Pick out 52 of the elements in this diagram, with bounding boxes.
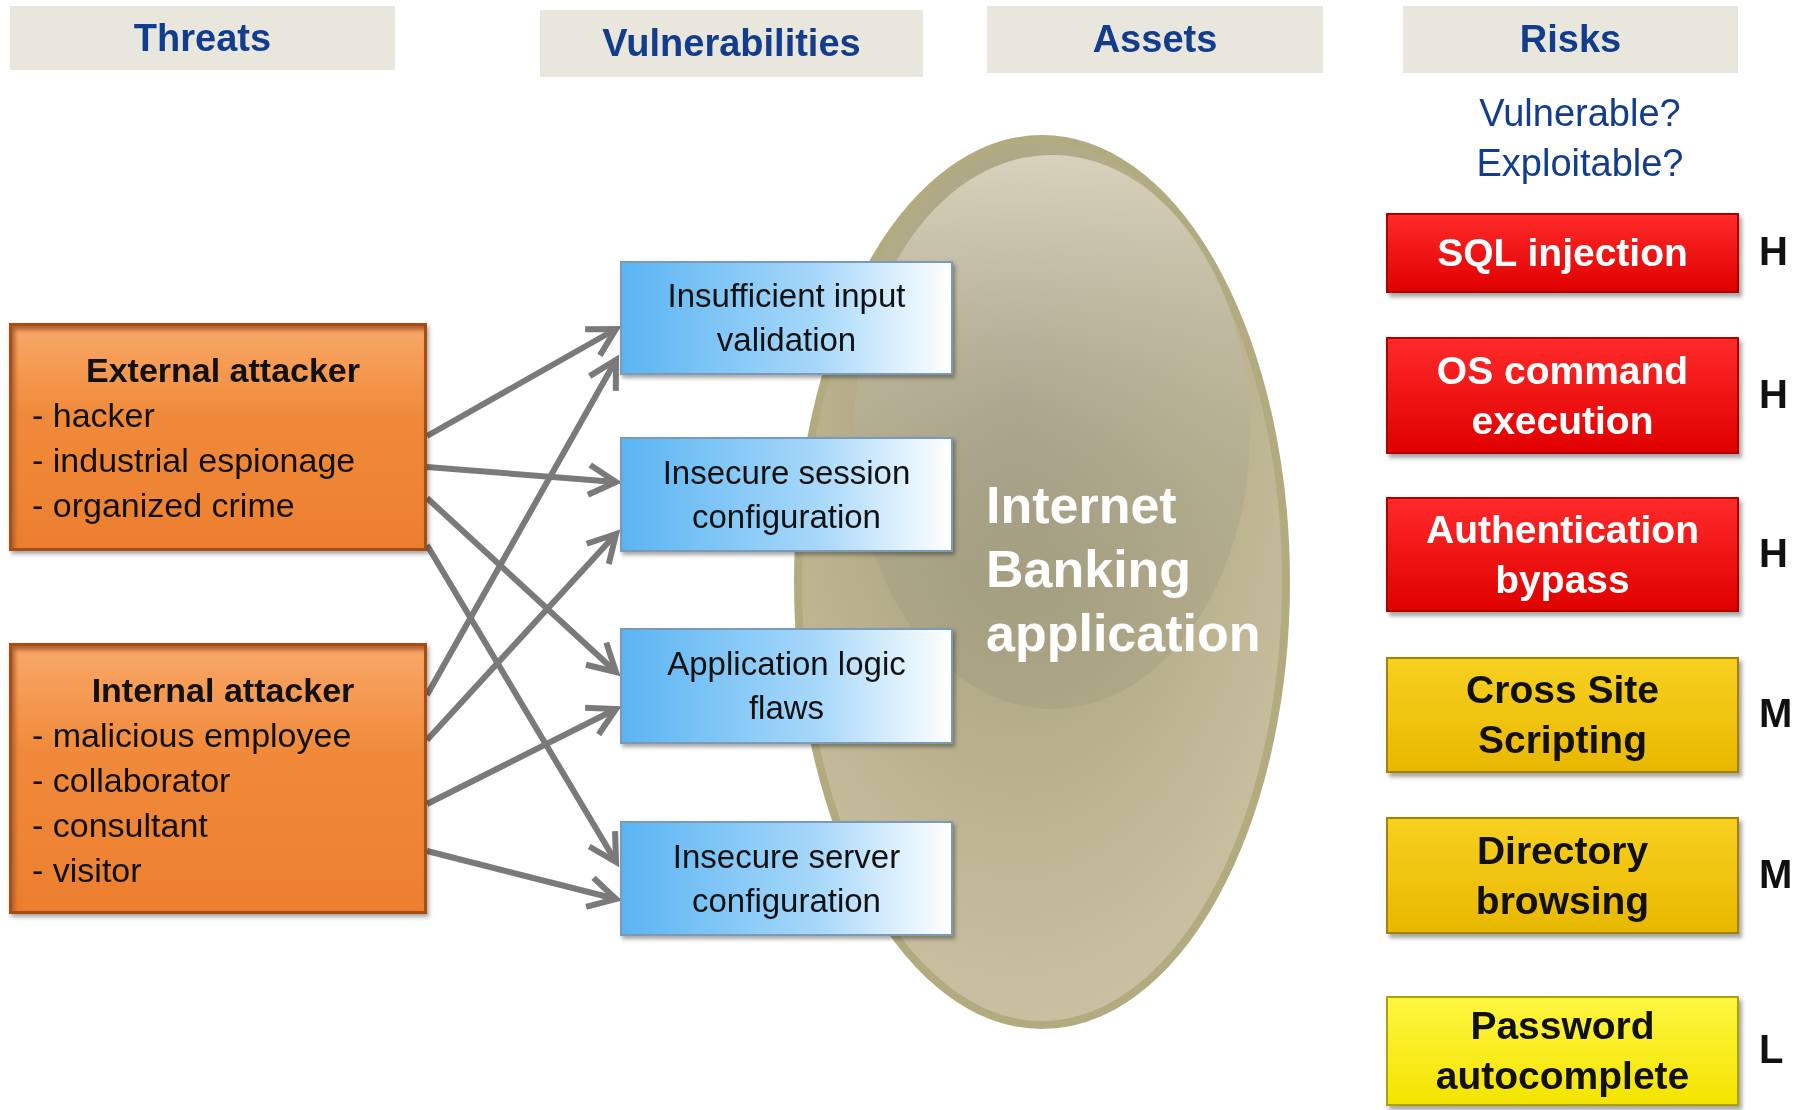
- column-header: [540, 10, 923, 77]
- column-header: [10, 6, 395, 70]
- risk-text: SQL injection: [1437, 230, 1688, 276]
- threat-title: Internal attacker: [90, 670, 356, 711]
- asset-text: Internet Banking application: [986, 475, 1262, 664]
- threat-item: - organized crime: [32, 485, 296, 526]
- risk-text: OS command execution: [1435, 347, 1690, 444]
- risk-level: M: [1759, 691, 1793, 736]
- risk-box: [1386, 657, 1739, 773]
- vulnerability-text: Application logic flaws: [666, 644, 907, 728]
- risk-box: [1386, 213, 1739, 293]
- vulnerability-text: Insufficient input validation: [666, 276, 907, 360]
- threat-box: [9, 323, 427, 551]
- threat-item: - consultant: [32, 805, 209, 846]
- vulnerability-box: [620, 628, 953, 744]
- arrow: [426, 461, 619, 498]
- risk-level: H: [1759, 229, 1788, 274]
- risk-text: Password autocomplete: [1434, 1003, 1691, 1099]
- risk-text: Authentication bypass: [1425, 506, 1700, 603]
- header-text: Assets: [1092, 18, 1218, 61]
- threat-item: - hacker: [32, 395, 156, 436]
- vulnerability-text: Insecure session configuration: [661, 452, 912, 537]
- threat-item: - visitor: [32, 850, 143, 891]
- column-header: [987, 6, 1323, 73]
- note-text: Vulnerable? Exploitable?: [1475, 91, 1685, 186]
- threat-item: - malicious employee: [32, 715, 353, 756]
- risk-box: [1386, 996, 1739, 1106]
- arrow: [424, 543, 619, 865]
- risk-box: [1386, 817, 1739, 934]
- risk-box: [1386, 497, 1739, 612]
- vulnerability-box: [620, 437, 953, 552]
- risk-level: H: [1759, 530, 1788, 576]
- risk-level: M: [1759, 851, 1793, 897]
- threat-box: [9, 643, 427, 914]
- column-header: [1403, 6, 1738, 73]
- risk-level: L: [1759, 1027, 1784, 1072]
- vulnerability-box: [620, 821, 953, 936]
- threat-item: - collaborator: [32, 760, 232, 801]
- header-text: Vulnerabilities: [602, 22, 861, 65]
- header-text: Threats: [133, 16, 272, 60]
- arrow: [426, 848, 619, 910]
- header-text: Risks: [1519, 18, 1622, 61]
- vulnerability-box: [620, 261, 953, 375]
- risk-text: Cross Site Scripting: [1465, 667, 1660, 763]
- vulnerability-text: Insecure server configuration: [671, 836, 902, 921]
- risk-text: Directory browsing: [1474, 827, 1651, 924]
- risk-level: H: [1759, 371, 1788, 417]
- threat-item: - industrial espionage: [32, 440, 357, 481]
- risk-box: [1386, 337, 1739, 454]
- arrow: [425, 704, 619, 807]
- threat-title: External attacker: [84, 350, 361, 391]
- arrow: [425, 326, 619, 439]
